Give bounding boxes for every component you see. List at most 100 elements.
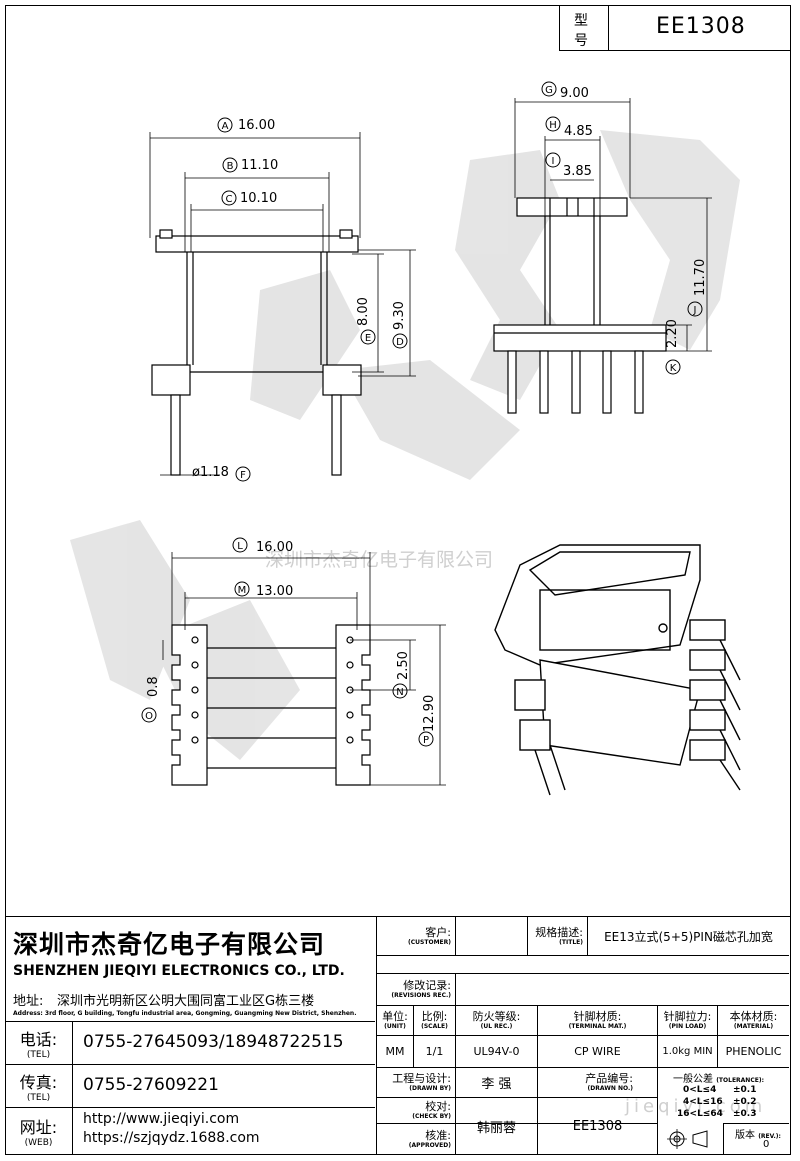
dim-G: 9.00 — [560, 86, 589, 101]
dim-H: 4.85 — [564, 124, 593, 139]
address-en: Address: 3rd floor, G building, Tongfu i… — [13, 1010, 357, 1017]
callout-G: G — [541, 81, 557, 97]
company-panel: 深圳市杰奇亿电子有限公司 SHENZHEN JIEQIYI ELECTRONIC… — [5, 917, 377, 1154]
dim-L: 16.00 — [256, 540, 294, 555]
svg-text:K: K — [670, 363, 677, 374]
dim-C: 10.10 — [240, 191, 278, 206]
dim-A: 16.00 — [238, 118, 276, 133]
tel-label-cn: 电话: — [19, 1030, 58, 1049]
scale-value: 1/1 — [425, 1045, 444, 1058]
dim-O: 0.8 — [146, 676, 161, 697]
tolerance-label-en: (TOLERANCE): — [716, 1077, 764, 1084]
fax-value: 0755-27609221 — [83, 1075, 219, 1095]
dim-B: 11.10 — [241, 158, 279, 173]
callout-A: A — [217, 117, 233, 133]
material-label: 本体材质:(MATERIAL) — [729, 1010, 778, 1031]
rev-label-cn: 版本 — [735, 1130, 755, 1141]
dim-E: 8.00 — [356, 297, 371, 326]
model-box: 型 号 EE1308 — [559, 5, 791, 51]
pinmat-label: 针脚材质:(TERMINAL MAT.) — [568, 1010, 627, 1031]
callout-C: C — [221, 190, 237, 206]
tol2-value: ±0.2 — [733, 1097, 757, 1107]
unit-label: 单位:(UNIT) — [382, 1010, 408, 1031]
rev-label-en: (REV.): — [758, 1133, 781, 1140]
unit-value: MM — [385, 1045, 405, 1058]
svg-text:J: J — [693, 305, 697, 316]
fire-label: 防火等级:(UL REC.) — [472, 1010, 521, 1031]
model-label-bottom: 号 — [574, 33, 588, 49]
customer-label: 客户: (CUSTOMER) — [377, 917, 455, 955]
pinmat-value: CP WIRE — [574, 1045, 621, 1058]
side-view — [493, 197, 667, 414]
callout-N: N — [392, 683, 408, 699]
callout-H: H — [545, 116, 561, 132]
callout-B: B — [222, 157, 238, 173]
callout-F: F — [235, 466, 251, 482]
svg-text:I: I — [552, 156, 555, 167]
web-link-2[interactable]: https://szjqydz.1688.com — [83, 1130, 260, 1146]
callout-L: L — [232, 537, 248, 553]
web-label-cn: 网址: — [19, 1118, 58, 1137]
dim-P: 12.90 — [422, 694, 437, 732]
tel-label-en: (TEL) — [26, 1050, 51, 1060]
dim-I: 3.85 — [563, 164, 592, 179]
title-label-en: (TITLE) — [559, 938, 583, 946]
callout-letters: A B C E D F G H I J K L M N O P — [141, 81, 703, 747]
bottom-dimensions — [162, 552, 446, 786]
drawn-label: 工程与设计:(DRAWN BY) — [392, 1072, 451, 1093]
technical-drawing: A B C E D F G H I J K L M N O P — [70, 81, 741, 796]
svg-text:O: O — [145, 711, 153, 722]
svg-text:A: A — [222, 121, 229, 132]
svg-text:M: M — [238, 585, 247, 596]
projection-symbol-icon — [667, 1129, 708, 1149]
dim-K: 2.20 — [665, 319, 680, 348]
svg-text:H: H — [549, 120, 557, 131]
company-name-en: SHENZHEN JIEQIYI ELECTRONICS CO., LTD. — [13, 963, 345, 979]
svg-text:E: E — [365, 333, 371, 344]
pinload-label: 针脚拉力:(PIN LOAD) — [663, 1010, 712, 1031]
front-view — [151, 229, 362, 476]
web-link-1[interactable]: http://www.jieqiyi.com — [83, 1111, 240, 1127]
fax-label: 传真: (TEL) — [5, 1065, 72, 1107]
tolerance-row-2: 4<L≤16±0.2 — [683, 1097, 756, 1107]
web-label: 网址: (WEB) — [5, 1108, 72, 1154]
revisions-label: 修改记录: (REVISIONS REC.) — [377, 973, 455, 1005]
dim-M: 13.00 — [256, 584, 294, 599]
callout-E: E — [360, 329, 376, 345]
callout-J: J — [687, 301, 703, 317]
model-label-top: 型 — [574, 13, 588, 29]
tel-label: 电话: (TEL) — [5, 1022, 72, 1064]
tolerance-label-cn: 一般公差 — [673, 1074, 713, 1085]
title-label-cn: 规格描述: — [535, 925, 583, 939]
drawno-value: EE1308 — [572, 1118, 623, 1134]
isometric-view — [494, 544, 741, 796]
svg-text:P: P — [423, 735, 429, 746]
material-value: PHENOLIC — [725, 1045, 782, 1058]
tolerance-row-1: 0<L≤4 ±0.1 — [683, 1085, 756, 1095]
tol1-value: ±0.1 — [733, 1085, 757, 1095]
dim-J: 11.70 — [693, 258, 708, 296]
pinload-value: 1.0kg MIN — [662, 1046, 713, 1057]
model-number: EE1308 — [656, 14, 746, 39]
fire-value: UL94V-0 — [473, 1045, 520, 1058]
web-label-en: (WEB) — [24, 1138, 53, 1148]
revisions-label-cn: 修改记录: — [403, 978, 451, 992]
callout-M: M — [234, 581, 250, 597]
svg-text:C: C — [226, 194, 233, 205]
customer-value — [456, 917, 527, 955]
customer-label-cn: 客户: — [425, 925, 451, 939]
check-value: 韩丽蓉 — [476, 1120, 516, 1136]
callout-K: K — [665, 359, 681, 375]
drawno-label: 产品编号:(DRAWN NO.) — [585, 1072, 633, 1093]
tolerance-header: 一般公差 (TOLERANCE): — [673, 1070, 764, 1085]
dim-D: 9.30 — [392, 301, 407, 330]
company-name-cn: 深圳市杰奇亿电子有限公司 — [13, 930, 326, 959]
bottom-view — [171, 624, 371, 786]
callout-O: O — [141, 707, 157, 723]
tol3-value: ±0.3 — [733, 1109, 757, 1119]
title-value: EE13立式(5+5)PIN磁芯孔加宽 — [604, 929, 773, 944]
customer-label-en: (CUSTOMER) — [408, 938, 451, 946]
fax-label-cn: 传真: — [19, 1073, 58, 1092]
svg-text:L: L — [237, 541, 243, 552]
tol1-range: 0<L≤4 — [683, 1085, 717, 1095]
